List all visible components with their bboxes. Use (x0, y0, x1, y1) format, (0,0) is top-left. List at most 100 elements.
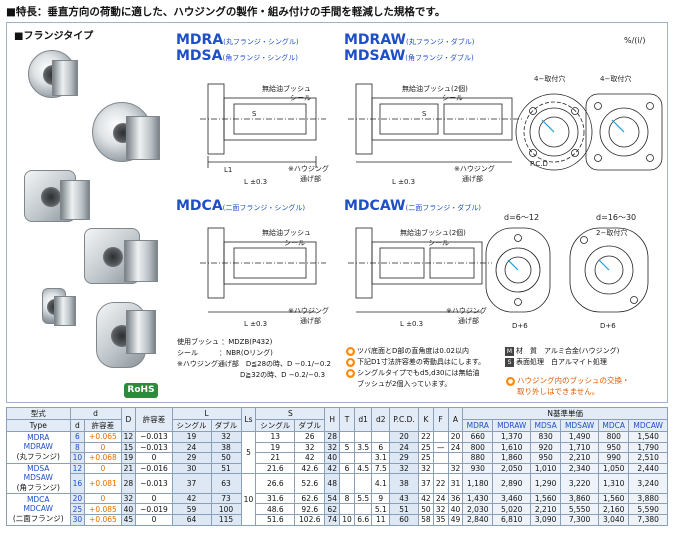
table-cell: 49 (447, 513, 464, 526)
table-cell: 1,560 (598, 492, 630, 505)
col-type: 型式 (6, 407, 71, 420)
table-cell: 73 (210, 492, 242, 505)
table-cell: 40 (120, 503, 137, 515)
series-mdsa: MDSA(角フランジ・シングル) (176, 48, 298, 64)
table-cell: 10 (69, 452, 86, 464)
table-cell (432, 431, 449, 443)
table-cell: 2,890 (492, 473, 532, 494)
table-cell: 32 (294, 441, 326, 454)
table-cell: 40 (447, 503, 464, 515)
col-d1: d1 (353, 407, 373, 432)
table-cell: 25 (418, 452, 434, 464)
col-price-mdraw: MDRAW (492, 419, 532, 432)
table-cell: 21 (255, 452, 296, 464)
table-cell: 32 (324, 441, 341, 454)
table-cell: +0.065 (84, 431, 122, 443)
table-cell: 1,860 (492, 452, 532, 464)
table-cell: 4.1 (371, 473, 391, 494)
table-cell: 45 (120, 513, 137, 526)
table-cell: 20 (389, 431, 420, 443)
table-cell: 1,430 (462, 492, 494, 505)
drawing-twoface-end-1 (485, 227, 551, 313)
table-cell: +0.065 (84, 513, 122, 526)
table-cell: 0 (84, 492, 122, 505)
table-cell: 1,310 (598, 473, 630, 494)
technical-drawings (200, 83, 663, 313)
col-Ls: Ls (240, 407, 257, 432)
series-mdra: MDRA(丸フランジ・シングル) (176, 32, 299, 48)
table-cell: 2,440 (628, 462, 668, 475)
table-cell: 11 (371, 513, 391, 526)
table-cell: 4.5 (353, 462, 373, 475)
table-cell: 58 (418, 513, 434, 526)
table-cell: 51 (389, 503, 420, 515)
drawing-mdra-side (200, 83, 326, 168)
label-seal-mdcaw: シール (428, 239, 449, 247)
table-cell: 16 (69, 473, 86, 494)
table-cell: −0.013 (135, 431, 173, 443)
label-d-range-1: d=6〜12 (504, 213, 540, 222)
table-cell: 64 (171, 513, 212, 526)
table-cell: 51 (210, 462, 242, 475)
table-cell: 2,840 (462, 513, 494, 526)
label-holes: 4−取付穴 (534, 75, 566, 83)
table-cell: 50 (210, 452, 242, 464)
col-price-mdsaw: MDSAW (560, 419, 600, 432)
table-cell: 54 (324, 492, 341, 505)
col-d-tol: 許容差 (84, 419, 122, 432)
table-cell: 30 (171, 462, 212, 475)
table-cell: 19 (255, 441, 296, 454)
col-d: d (69, 407, 122, 420)
label-housing-fit-3: ※ハウジング (288, 307, 329, 315)
label-bush: 無給油ブッシュ (262, 85, 311, 93)
series-mdraw: MDRAW(丸フランジ・ダブル) (344, 32, 475, 48)
table-cell: 24 (447, 441, 464, 454)
table-cell: 5,590 (628, 503, 668, 515)
col-L: L (171, 407, 242, 420)
table-cell: 21 (120, 462, 137, 475)
col-K: K (418, 407, 434, 432)
col-S: S (255, 407, 326, 420)
label-pcd: P.C.D (530, 160, 548, 168)
table-cell: 92.6 (294, 503, 326, 515)
table-cell: 100 (210, 503, 242, 515)
table-cell: 102.6 (294, 513, 326, 526)
table-cell: 60 (389, 513, 420, 526)
table-cell: 24 (389, 441, 420, 454)
table-cell: 62.6 (294, 492, 326, 505)
label-holes-twoface: 2−取付穴 (596, 229, 628, 237)
table-cell: 1,710 (560, 441, 600, 454)
rohs-badge: RoHS (124, 383, 158, 398)
col-D: D (120, 407, 137, 432)
feature-text: ■特長：垂直方向の荷動に適した、ハウジングの製作・組み付けの手間を軽減した規格で… (6, 6, 446, 18)
table-cell: 5.1 (371, 503, 391, 515)
table-cell: 32 (389, 462, 420, 475)
label-holes-2: 4−取付穴 (600, 75, 632, 83)
table-cell: 2,030 (462, 503, 494, 515)
table-cell: 62 (324, 503, 341, 515)
table-cell: 6.6 (353, 513, 373, 526)
table-cell: 31.6 (255, 492, 296, 505)
product-photos (14, 40, 164, 395)
table-cell: 830 (530, 431, 562, 443)
table-cell: 42 (418, 492, 434, 505)
col-F: F (432, 407, 449, 432)
label-lpm-mdcaw: L ±0.3 (400, 320, 424, 328)
label-lpm-mdca: L ±0.3 (244, 320, 268, 328)
table-cell: 10 (339, 513, 355, 526)
table-cell: 1,180 (462, 473, 494, 494)
table-cell: 63 (210, 473, 242, 494)
col-price-mdsa: MDSA (530, 419, 562, 432)
label-lpm-2: L ±0.3 (392, 178, 416, 186)
label-d6-2: D+6 (600, 322, 616, 330)
series-mdsaw: MDSAW(角フランジ・ダブル) (344, 48, 474, 64)
table-cell: 6 (339, 462, 355, 475)
col-d2: d2 (371, 407, 391, 432)
